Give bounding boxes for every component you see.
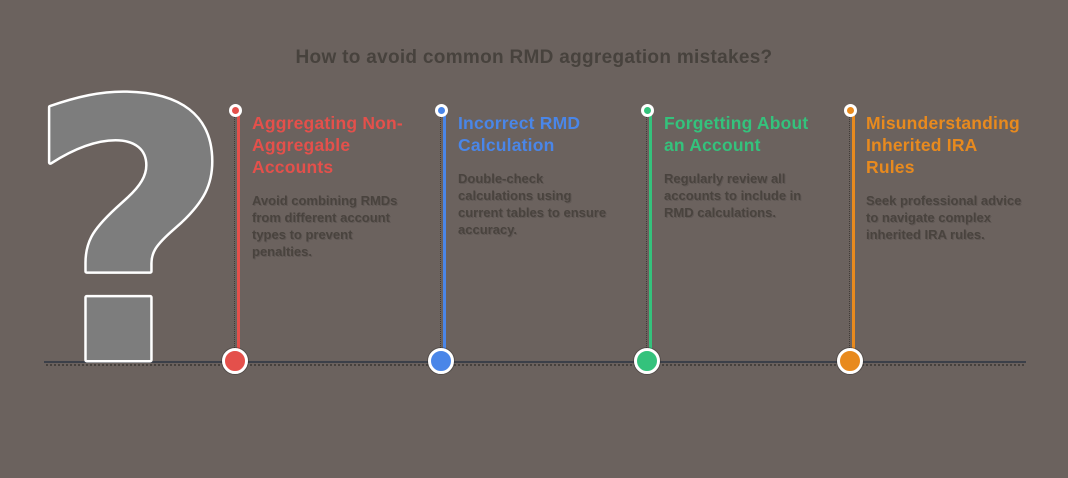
timeline-connector: [233, 114, 240, 364]
timeline-item-top-dot: [434, 104, 448, 117]
timeline-item-heading: Aggregating Non-Aggregable Accounts: [252, 113, 403, 177]
timeline-axis: [44, 361, 1026, 366]
timeline-node: [634, 348, 660, 374]
timeline-item-description: Avoid combining RMDs from different acco…: [252, 193, 398, 259]
question-mark-graphic: ?: [23, 45, 237, 385]
timeline-item-top-dot: [228, 104, 242, 117]
timeline-item: Forgetting About an Account Regularly re…: [664, 112, 824, 221]
timeline-connector: [439, 114, 446, 364]
question-mark-glyph: ?: [26, 45, 235, 385]
timeline-item-top-dot: [843, 104, 857, 117]
timeline-item-description: Seek professional advice to navigate com…: [866, 193, 1022, 242]
timeline-node: [837, 348, 863, 374]
timeline-connector: [645, 114, 652, 364]
timeline-item: Incorrect RMD Calculation Double-check c…: [458, 112, 618, 238]
timeline-node: [222, 348, 248, 374]
timeline-item: Misunderstanding Inherited IRA Rules See…: [866, 112, 1030, 243]
timeline-item-description: Double-check calculations using current …: [458, 171, 607, 237]
timeline-connector: [848, 114, 855, 364]
timeline-item-top-dot: [640, 104, 654, 117]
timeline-item-heading: Incorrect RMD Calculation: [458, 113, 581, 155]
timeline-item-heading: Forgetting About an Account: [664, 113, 809, 155]
timeline-item: Aggregating Non-Aggregable Accounts Avoi…: [252, 112, 412, 260]
page-title: How to avoid common RMD aggregation mist…: [295, 47, 773, 68]
timeline-node: [428, 348, 454, 374]
timeline-item-description: Regularly review all accounts to include…: [664, 171, 802, 220]
timeline-item-heading: Misunderstanding Inherited IRA Rules: [866, 113, 1020, 177]
